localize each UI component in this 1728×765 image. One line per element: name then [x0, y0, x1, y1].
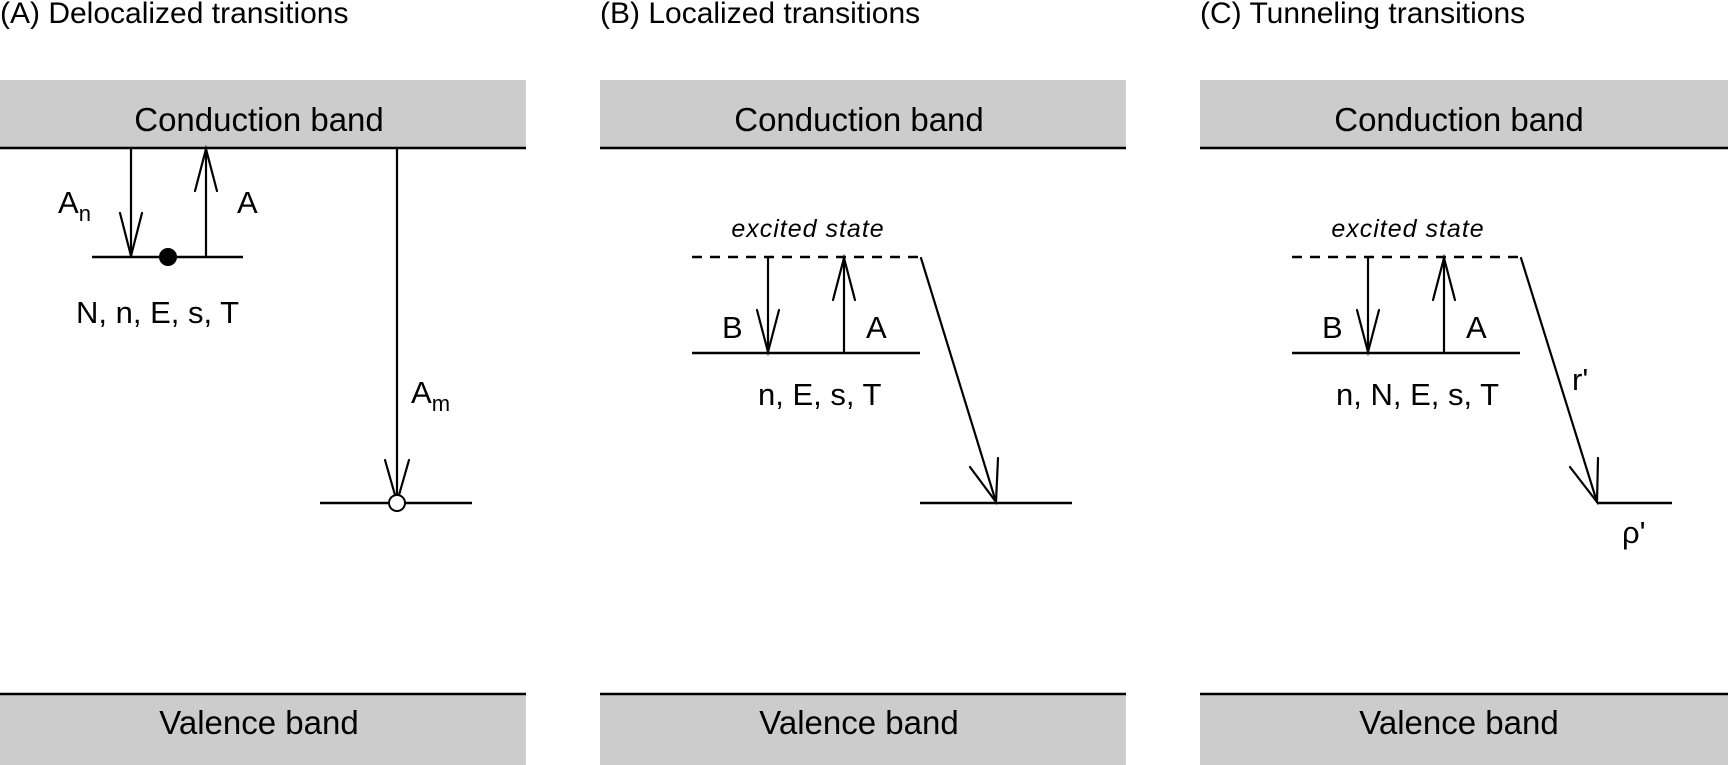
- panel-c-label-rho: ρ': [1622, 515, 1646, 550]
- panel-c-arrow-a: [1431, 253, 1457, 355]
- panel-a-arrow-an: [118, 146, 144, 258]
- panel-c-conduction-band: [1200, 80, 1728, 148]
- panel-a-conduction-band: [0, 80, 526, 148]
- panel-a: (A) Delocalized transitions Conduction b…: [0, 0, 526, 765]
- panel-b-title: (B) Localized transitions: [600, 0, 920, 30]
- panel-a-arrow-a: [193, 144, 219, 259]
- panel-c-valence-label: Valence band: [1359, 704, 1558, 741]
- panel-b-valence-label: Valence band: [759, 704, 958, 741]
- panel-a-trapped-electron: [159, 248, 177, 266]
- panel-b-valence-band: [600, 694, 1126, 765]
- panel-b-level-params: n, E, s, T: [758, 377, 882, 412]
- panel-c-conduction-label: Conduction band: [1334, 101, 1584, 138]
- panel-c-arrow-b: [1355, 256, 1381, 357]
- panel-b-conduction-label: Conduction band: [734, 101, 984, 138]
- panel-c-level-params: n, N, E, s, T: [1336, 377, 1499, 412]
- panel-c-title: (C) Tunneling transitions: [1200, 0, 1525, 30]
- panel-a-label-a: A: [237, 185, 258, 220]
- panel-a-level-params: N, n, E, s, T: [76, 295, 239, 330]
- panel-b-excited-label: excited state: [731, 215, 884, 243]
- panel-a-label-am: Am: [411, 375, 450, 416]
- panel-a-valence-band: [0, 694, 526, 765]
- panel-b: (B) Localized transitions Conduction ban…: [600, 0, 1126, 765]
- panel-c-arrow-tunneling: [1519, 256, 1600, 506]
- panel-a-conduction-label: Conduction band: [134, 101, 384, 138]
- panel-c-label-b: B: [1322, 310, 1343, 345]
- panel-a-label-an: An: [58, 185, 91, 226]
- panel-a-hole-center: [388, 494, 406, 512]
- panel-a-arrow-am: [383, 147, 411, 507]
- panel-c-label-a: A: [1466, 310, 1487, 345]
- panel-b-arrow-a: [831, 253, 857, 355]
- panel-b-conduction-band: [600, 80, 1126, 148]
- panel-b-label-a: A: [866, 310, 887, 345]
- panel-c-label-r: r': [1572, 362, 1588, 397]
- panel-b-label-b: B: [722, 310, 743, 345]
- panel-a-valence-label: Valence band: [159, 704, 358, 741]
- panel-c: (C) Tunneling transitions Conduction ban…: [1200, 0, 1728, 765]
- panel-c-valence-band: [1200, 694, 1728, 765]
- panel-c-excited-label: excited state: [1331, 215, 1484, 243]
- panel-b-arrow-recombination: [919, 256, 1000, 506]
- panel-a-title: (A) Delocalized transitions: [0, 0, 348, 30]
- panel-b-arrow-b: [755, 256, 781, 357]
